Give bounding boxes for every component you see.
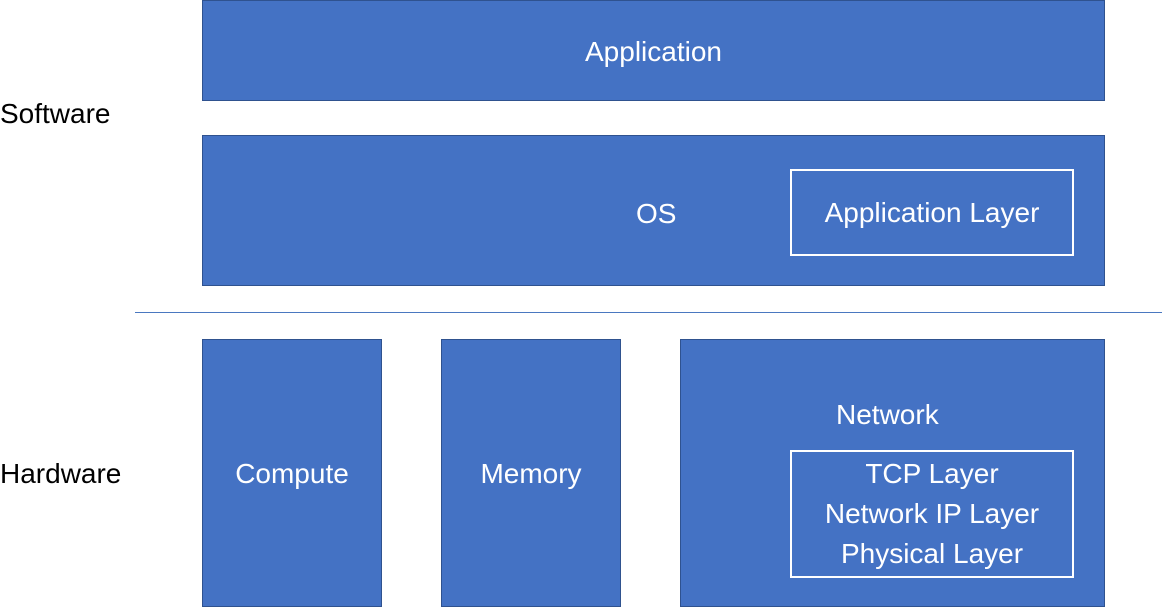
compute-label: Compute [235,458,349,489]
network-block: Network TCP Layer Network IP Layer Physi… [680,339,1105,607]
memory-label: Memory [480,458,582,489]
application-layer-box: Application Layer [790,169,1074,256]
network-ip-layer-label: Network IP Layer [824,498,1040,529]
application-label: Application [585,36,722,67]
os-block: OS Application Layer [202,135,1105,286]
physical-layer-label: Physical Layer [840,538,1024,569]
software-hardware-divider [135,312,1162,313]
tcp-layer-label: TCP Layer [865,458,999,489]
compute-block: Compute [202,339,382,607]
hardware-label: Hardware [0,458,122,489]
application-block: Application [202,0,1105,101]
network-label: Network [836,399,939,430]
software-label: Software [0,98,111,129]
network-layers-box: TCP Layer Network IP Layer Physical Laye… [790,450,1074,578]
os-label: OS [636,198,677,229]
memory-block: Memory [441,339,621,607]
application-layer-label: Application Layer [824,196,1040,228]
